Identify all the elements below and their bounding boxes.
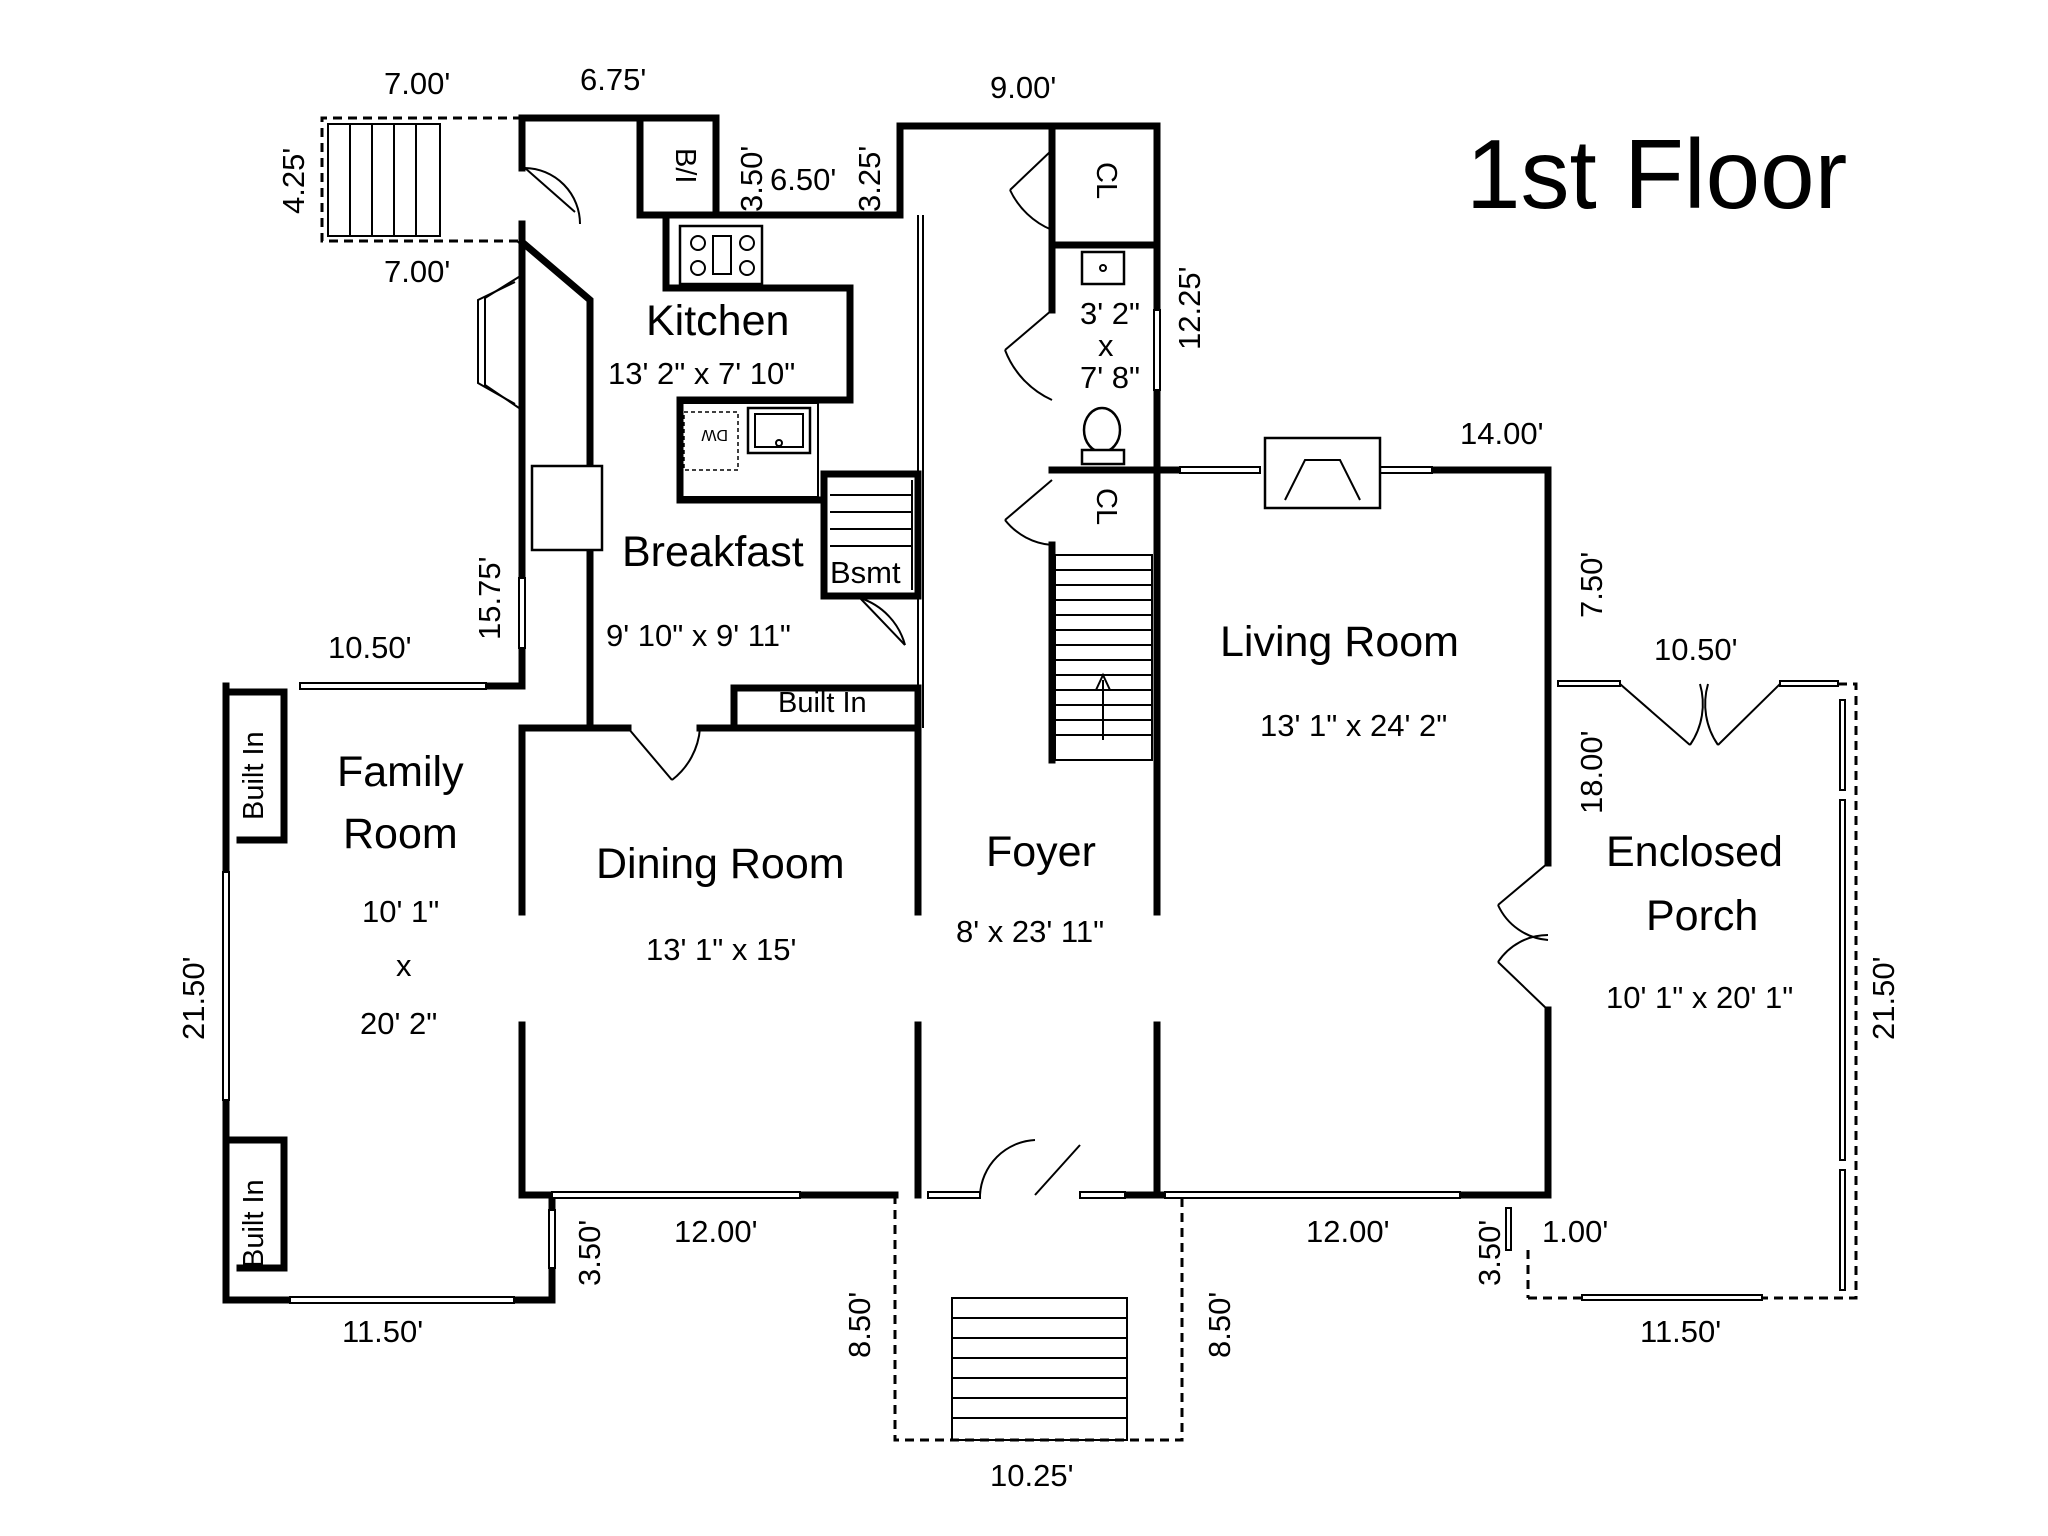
family-built-in-top-label: Built In — [238, 731, 270, 820]
dim-living-bottom: 12.00' — [1306, 1214, 1390, 1249]
bsmt-label: Bsmt — [830, 555, 901, 590]
dim-family-step: 3.50' — [572, 1220, 607, 1286]
floor-title: 1st Floor — [1466, 119, 1847, 229]
breakfast-label: Breakfast — [622, 528, 804, 576]
dim-foyer-top: 9.00' — [990, 70, 1056, 105]
kitchen-label: Kitchen — [646, 297, 789, 345]
dim-entry-right: 8.50' — [1202, 1292, 1237, 1358]
kitchen-size: 13' 2" x 7' 10" — [608, 356, 795, 391]
bath-size-1: 3' 2" — [1080, 296, 1140, 331]
back-deck — [320, 116, 522, 243]
dim-deck-side: 4.25' — [276, 148, 311, 214]
foyer-stairs — [1054, 554, 1153, 761]
dim-porch-top: 10.50' — [1654, 632, 1738, 667]
dishwasher-label: DW — [700, 426, 728, 443]
dim-family-left: 21.50' — [176, 957, 211, 1041]
room-labels: Kitchen 13' 2" x 7' 10" Breakfast 9' 10"… — [337, 296, 1793, 1041]
fixture-labels: CL CL B/I Built In Built In Built In DW — [238, 148, 1122, 1268]
dim-family-top: 10.50' — [328, 630, 412, 665]
pantry-label: B/I — [669, 148, 701, 183]
foyer-size: 8' x 23' 11" — [956, 914, 1104, 949]
living-room-size: 13' 1" x 24' 2" — [1260, 708, 1447, 743]
bath-size-x: x — [1098, 328, 1114, 363]
closet-top-label: CL — [1090, 162, 1122, 199]
breakfast-size: 9' 10" x 9' 11" — [606, 618, 791, 653]
family-room-size-2: 20' 2" — [360, 1006, 437, 1041]
dim-pantry-run: 6.50' — [770, 162, 836, 197]
dim-porch-bottom: 11.50' — [1640, 1314, 1721, 1349]
living-room-label: Living Room — [1220, 618, 1459, 666]
family-room-size-1: 10' 1" — [362, 894, 439, 929]
front-steps — [893, 1195, 1184, 1442]
doors — [524, 149, 1781, 1196]
enclosed-porch-label-2: Porch — [1646, 892, 1758, 940]
family-room-label-2: Room — [343, 810, 458, 858]
dim-entry-bottom: 10.25' — [990, 1458, 1074, 1493]
dim-deck-bottom: 7.00' — [384, 254, 450, 289]
basement-stairs — [830, 480, 913, 590]
dim-dining-bottom: 12.00' — [674, 1214, 758, 1249]
dim-kitchen-top: 6.75' — [580, 62, 646, 97]
enclosed-porch-label-1: Enclosed — [1606, 828, 1783, 876]
closet-mid-label: CL — [1090, 488, 1122, 525]
dim-family-bottom: 11.50' — [342, 1314, 423, 1349]
dim-pantry-rise: 3.25' — [852, 146, 887, 212]
dim-mudroom-side: 15.75' — [472, 557, 507, 641]
dining-built-in-label: Built In — [778, 687, 867, 719]
dim-porch-right: 21.50' — [1866, 957, 1901, 1041]
foyer-label: Foyer — [986, 828, 1096, 876]
dim-living-top: 14.00' — [1460, 416, 1544, 451]
family-room-size-x: x — [396, 948, 412, 983]
dim-living-bottom-step: 3.50' — [1472, 1220, 1507, 1286]
walls — [222, 114, 1552, 1304]
fireplace — [1263, 436, 1382, 510]
family-built-in-bottom-label: Built In — [238, 1179, 270, 1268]
dim-pantry-step: 3.50' — [734, 146, 769, 212]
dim-porch-side-top: 18.00' — [1574, 731, 1609, 815]
dim-living-side: 7.50' — [1574, 552, 1609, 618]
windows — [222, 274, 1858, 1304]
dim-entry-left: 8.50' — [842, 1292, 877, 1358]
fixtures — [530, 224, 1382, 1442]
dim-porch-step: 1.00' — [1542, 1214, 1608, 1249]
enclosed-porch-size: 10' 1" x 20' 1" — [1606, 980, 1793, 1015]
dining-room-label: Dining Room — [596, 840, 845, 888]
dimension-labels: 7.00' 7.00' 4.25' 6.75' 3.50' 6.50' 3.25… — [176, 62, 1901, 1493]
dim-deck-top: 7.00' — [384, 66, 450, 101]
dining-room-size: 13' 1" x 15' — [646, 932, 796, 967]
family-room-label-1: Family — [337, 748, 464, 796]
bath-size-2: 7' 8" — [1080, 360, 1140, 395]
dim-bath-side: 12.25' — [1172, 267, 1207, 351]
